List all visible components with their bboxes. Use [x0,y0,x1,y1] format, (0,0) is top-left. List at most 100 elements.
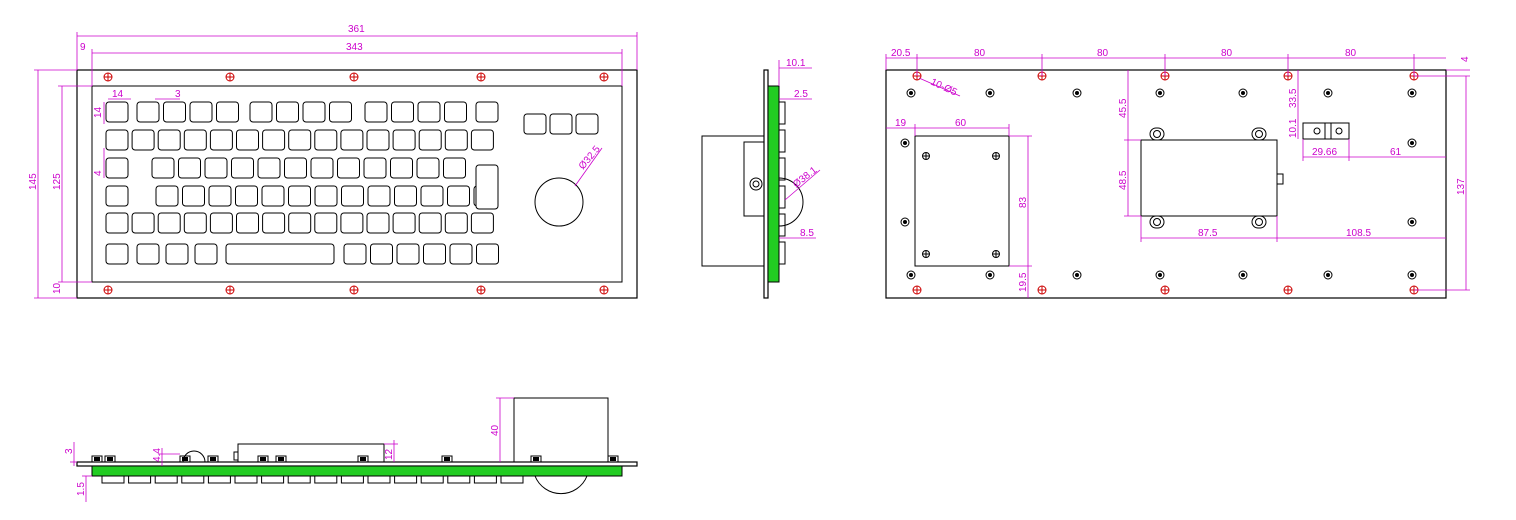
key [314,212,338,234]
key [208,185,232,207]
bracket-hole [1153,130,1161,138]
key [444,101,467,123]
key [183,212,207,234]
key [337,157,360,179]
bottom-nut [179,455,191,463]
dim-left-margin: 9 [80,42,86,53]
key [366,129,390,151]
key [367,185,391,207]
key [314,185,338,207]
key [449,243,473,265]
key [392,212,416,234]
key [329,101,352,123]
dim-trackball: Ø32.5 [577,144,603,172]
side-keycap [778,157,786,181]
side-trackball-arc [778,177,804,227]
bottom-keycap [394,475,418,484]
bottom-nut [104,455,116,463]
bottom-keycap [314,475,338,484]
key [288,212,312,234]
rear-conn-hole-2 [1335,127,1343,135]
bracket [1251,127,1267,141]
key [420,185,444,207]
key [105,157,129,179]
dim-panel-height: 125 [52,173,63,190]
bottom-nut [91,455,103,463]
key [209,129,233,151]
key [302,101,326,123]
bottom-nut [257,455,269,463]
bottom-nuts [91,455,619,463]
side-connector-inner [752,180,760,188]
dim-box-h: 40 [490,424,501,436]
bottom-keycap [261,475,285,484]
front-panel-inner [91,85,623,283]
key [136,101,160,123]
bottom-keycap [207,475,231,484]
bottom-keycap [420,475,444,484]
bottom-dimensions: 3 4.4 12 40 1.5 [64,397,514,502]
bottom-keycap [154,475,178,484]
key [235,185,258,207]
key [310,157,334,179]
bottom-nut [275,455,287,463]
module-brackets [1149,127,1267,229]
dim-bottom-plate: 3 [64,448,75,454]
bottom-keycap [447,475,471,484]
side-keycap [778,185,786,209]
key [392,129,416,151]
side-keycaps [778,101,786,265]
key [105,185,129,207]
key [340,212,364,234]
dim-box-width: 60 [955,118,967,129]
key [476,243,499,265]
key [105,212,129,234]
key [194,243,218,265]
module-connector [1276,173,1284,185]
dim-bottom-margin: 10 [52,282,63,294]
dim-pitch-3: 80 [1221,48,1233,59]
key [418,212,442,234]
bottom-view: 3 4.4 12 40 1.5 [64,397,638,502]
key [343,243,367,265]
box-screw [922,152,930,160]
key [157,212,181,234]
key [189,101,213,123]
key [340,129,364,151]
dim-pitch-1: 80 [974,48,986,59]
dim-box-height: 83 [1018,196,1029,208]
key [314,129,338,151]
rear-module [1140,139,1278,217]
bottom-keycap [234,475,258,484]
side-keycap [778,241,786,265]
dim-conn-width: 29.66 [1312,147,1337,158]
key [523,113,547,135]
dim-module-top: 45.5 [1118,98,1129,118]
bottom-nut [207,455,219,463]
key [131,212,155,234]
dim-panel-width: 343 [346,42,363,53]
space-bar [225,243,335,265]
key [470,212,494,234]
box-screw [922,250,930,258]
dim-box-offset: 19 [895,118,907,129]
front-screws [103,72,609,295]
key [257,157,281,179]
bottom-keycap [128,475,152,484]
key [262,129,286,151]
bottom-nut [441,455,453,463]
dim-key-gap: 3 [175,89,181,100]
side-pcb [767,85,780,283]
dim-top-edge: 4 [1460,56,1471,62]
key [396,243,420,265]
key [370,243,393,265]
key [209,212,233,234]
rear-dimensions: 20.5 80 80 80 80 4 10-Ø5 19 60 83 19.5 4… [885,48,1471,298]
key [423,243,446,265]
dim-module-h: 12 [384,448,395,460]
rear-panel [885,69,1447,299]
dim-protrusion: 8.5 [800,228,814,239]
bracket-hole [1255,130,1263,138]
dim-hole-span: 137 [1456,178,1467,195]
dim-conn-height: 10.1 [1288,118,1299,138]
